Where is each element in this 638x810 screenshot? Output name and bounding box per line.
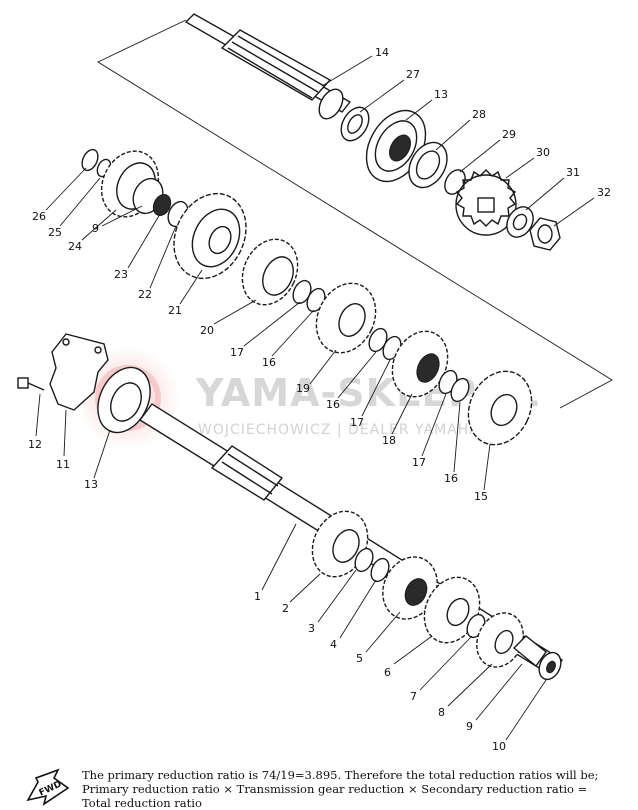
watermark-dealer: WOJCIECHOWICZ | DEALER YAMAHA: [198, 422, 480, 438]
label-27: 27: [406, 68, 420, 81]
note-line-1: The primary reduction ratio is 74/19=3.8…: [82, 768, 599, 782]
label-18: 18: [382, 434, 396, 447]
label-16-a: 16: [262, 356, 276, 369]
part-labels: 14 27 13 28 29 30 31 32 26 25 24 9 23 22…: [28, 46, 611, 753]
label-9-upper: 9: [92, 222, 99, 235]
label-23: 23: [114, 268, 128, 281]
label-21: 21: [168, 304, 182, 317]
label-1: 1: [254, 590, 261, 603]
fwd-arrow-icon: FWD: [26, 768, 70, 806]
label-30: 30: [536, 146, 550, 159]
label-32: 32: [597, 186, 611, 199]
drive-sprocket-30: [455, 169, 517, 236]
label-17-c: 17: [412, 456, 426, 469]
label-24: 24: [68, 240, 82, 253]
label-16-c: 16: [444, 472, 458, 485]
label-4: 4: [330, 638, 337, 651]
label-22: 22: [138, 288, 152, 301]
main-axle-assembly: [17, 333, 563, 681]
label-8: 8: [438, 706, 445, 719]
layout-boundary: [97, 19, 613, 409]
leader-lines: [35, 55, 595, 741]
label-17-b: 17: [350, 416, 364, 429]
label-15: 15: [474, 490, 488, 503]
label-29: 29: [502, 128, 516, 141]
label-20: 20: [200, 324, 214, 337]
label-11: 11: [56, 458, 70, 471]
label-13-lower: 13: [84, 478, 98, 491]
label-3: 3: [308, 622, 315, 635]
label-9-lower: 9: [466, 720, 473, 733]
drive-axle-assembly: [184, 13, 561, 251]
label-28: 28: [472, 108, 486, 121]
upper-gear-group: [81, 148, 533, 446]
label-7: 7: [410, 690, 417, 703]
label-25: 25: [48, 226, 62, 239]
label-16-b: 16: [326, 398, 340, 411]
label-14: 14: [375, 46, 389, 59]
label-19: 19: [296, 382, 310, 395]
label-31: 31: [566, 166, 580, 179]
label-13-upper: 13: [434, 88, 448, 101]
label-5: 5: [356, 652, 363, 665]
bearing-plate-11: [49, 333, 109, 411]
note-line-3: Total reduction ratio: [82, 796, 202, 810]
label-2: 2: [282, 602, 289, 615]
note-line-2: Primary reduction ratio × Transmission g…: [82, 782, 588, 796]
label-6: 6: [384, 666, 391, 679]
label-10: 10: [492, 740, 506, 753]
label-26: 26: [32, 210, 46, 223]
label-17-a: 17: [230, 346, 244, 359]
label-12: 12: [28, 438, 42, 451]
reduction-ratio-note: The primary reduction ratio is 74/19=3.8…: [82, 768, 632, 810]
